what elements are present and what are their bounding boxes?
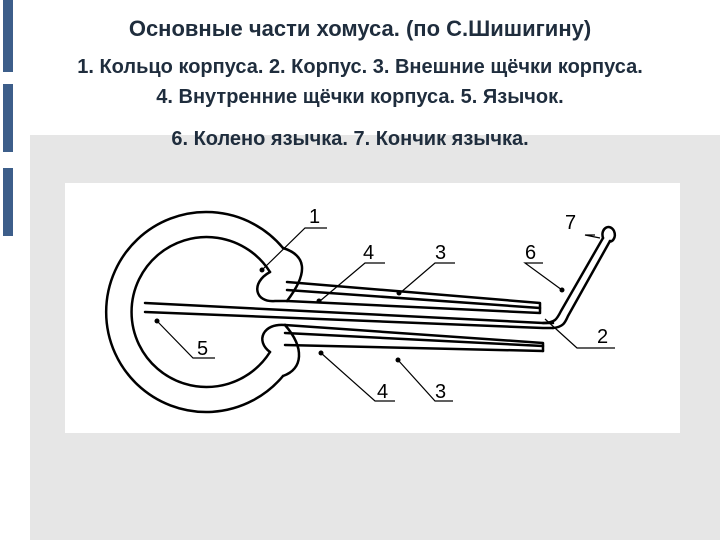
ring-upper-knob xyxy=(256,270,289,303)
ring-lower-knob xyxy=(261,323,287,354)
lower-inner-cheek xyxy=(283,323,545,353)
slide-title: Основные части хомуса. (по С.Шишигину) xyxy=(128,16,592,41)
accent-bar-bottom xyxy=(3,168,13,236)
khomus-diagram: 1 4 3 6 7 2 5 4 3 xyxy=(65,183,680,433)
label-4-top: 4 xyxy=(363,242,374,264)
label-3-bottom: 3 xyxy=(435,381,446,403)
tongue-knee xyxy=(541,236,605,325)
leader-4-bottom xyxy=(320,352,395,402)
dot-3-top xyxy=(396,290,402,296)
label-6: 6 xyxy=(525,242,536,264)
leader-7 xyxy=(584,234,601,239)
label-3-top: 3 xyxy=(435,242,446,264)
label-5: 5 xyxy=(197,338,208,360)
accent-bar-top xyxy=(3,0,13,72)
legend-line-3: 6. Колено язычка. 7. Кончик язычка. xyxy=(171,128,529,150)
dot-5 xyxy=(154,318,160,324)
label-2: 2 xyxy=(597,326,608,348)
leader-6 xyxy=(523,262,563,291)
leader-3-top xyxy=(399,262,455,294)
label-7: 7 xyxy=(565,212,576,234)
leader-3-bottom xyxy=(397,359,453,402)
legend-line-2: 4. Внутренние щёчки корпуса. 5. Язычок. xyxy=(156,86,564,108)
leader-2 xyxy=(544,318,615,349)
ring-inner xyxy=(130,235,272,389)
dot-4-bottom xyxy=(318,350,324,356)
dot-4-top xyxy=(316,298,322,304)
label-1: 1 xyxy=(309,206,320,228)
dot-3-bottom xyxy=(395,357,401,363)
accent-bar-middle xyxy=(3,84,13,152)
dot-1 xyxy=(259,267,265,273)
dot-6 xyxy=(559,287,565,293)
leader-4-top xyxy=(319,262,385,302)
lower-outer-cheek xyxy=(283,343,545,353)
khomus-drawing: 1 4 3 6 7 2 5 4 3 xyxy=(104,206,617,414)
label-4-bottom: 4 xyxy=(377,381,388,403)
tongue-tip xyxy=(601,225,617,243)
leader-5 xyxy=(156,320,215,359)
leader-1 xyxy=(262,227,327,270)
slide-left-margin xyxy=(0,0,30,540)
legend-line-1: 1. Кольцо корпуса. 2. Корпус. 3. Внешние… xyxy=(77,56,643,78)
ring-outer xyxy=(104,210,285,414)
